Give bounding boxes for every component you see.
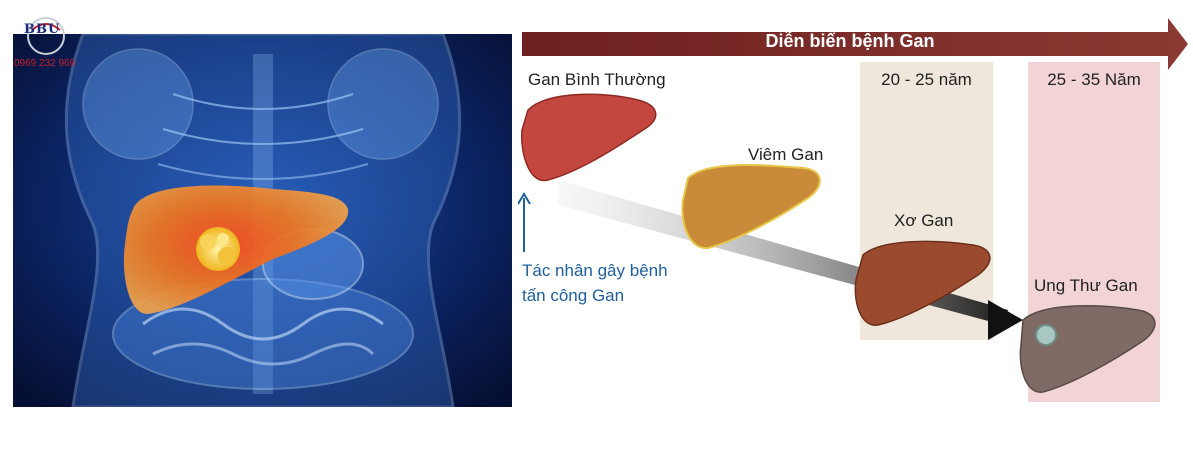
liver-disease-diagram	[518, 18, 1188, 402]
cancer-liver	[1019, 304, 1156, 393]
band-label-20-25: 20 - 25 năm	[881, 70, 972, 89]
timeline-arrow	[522, 18, 1188, 70]
progression-arrowhead	[988, 300, 1023, 340]
anatomy-illustration	[13, 34, 512, 407]
cause-text: Tác nhân gây bệnh tấn công Gan	[522, 258, 668, 308]
cause-line-1: Tác nhân gây bệnh	[522, 261, 668, 280]
stage-label-cirrhosis: Xơ Gan	[894, 211, 954, 230]
timeline-title: Diễn biến bệnh Gan	[765, 31, 935, 51]
brand-logo	[27, 17, 65, 55]
normal-liver	[520, 93, 657, 182]
stage-label-hepatitis: Viêm Gan	[748, 145, 824, 164]
hepatitis-liver	[681, 164, 821, 250]
stage-label-normal: Gan Bình Thường	[528, 70, 666, 89]
band-label-25-35: 25 - 35 Năm	[1047, 70, 1141, 89]
brand-logo-text: BBU	[24, 22, 61, 37]
liver-tumor	[196, 227, 240, 271]
brand-phone: 0969 232 969	[14, 58, 76, 69]
stage-label-cancer: Ung Thư Gan	[1034, 276, 1138, 295]
cause-line-2: tấn công Gan	[522, 286, 625, 305]
cirrhosis-liver	[854, 240, 991, 326]
